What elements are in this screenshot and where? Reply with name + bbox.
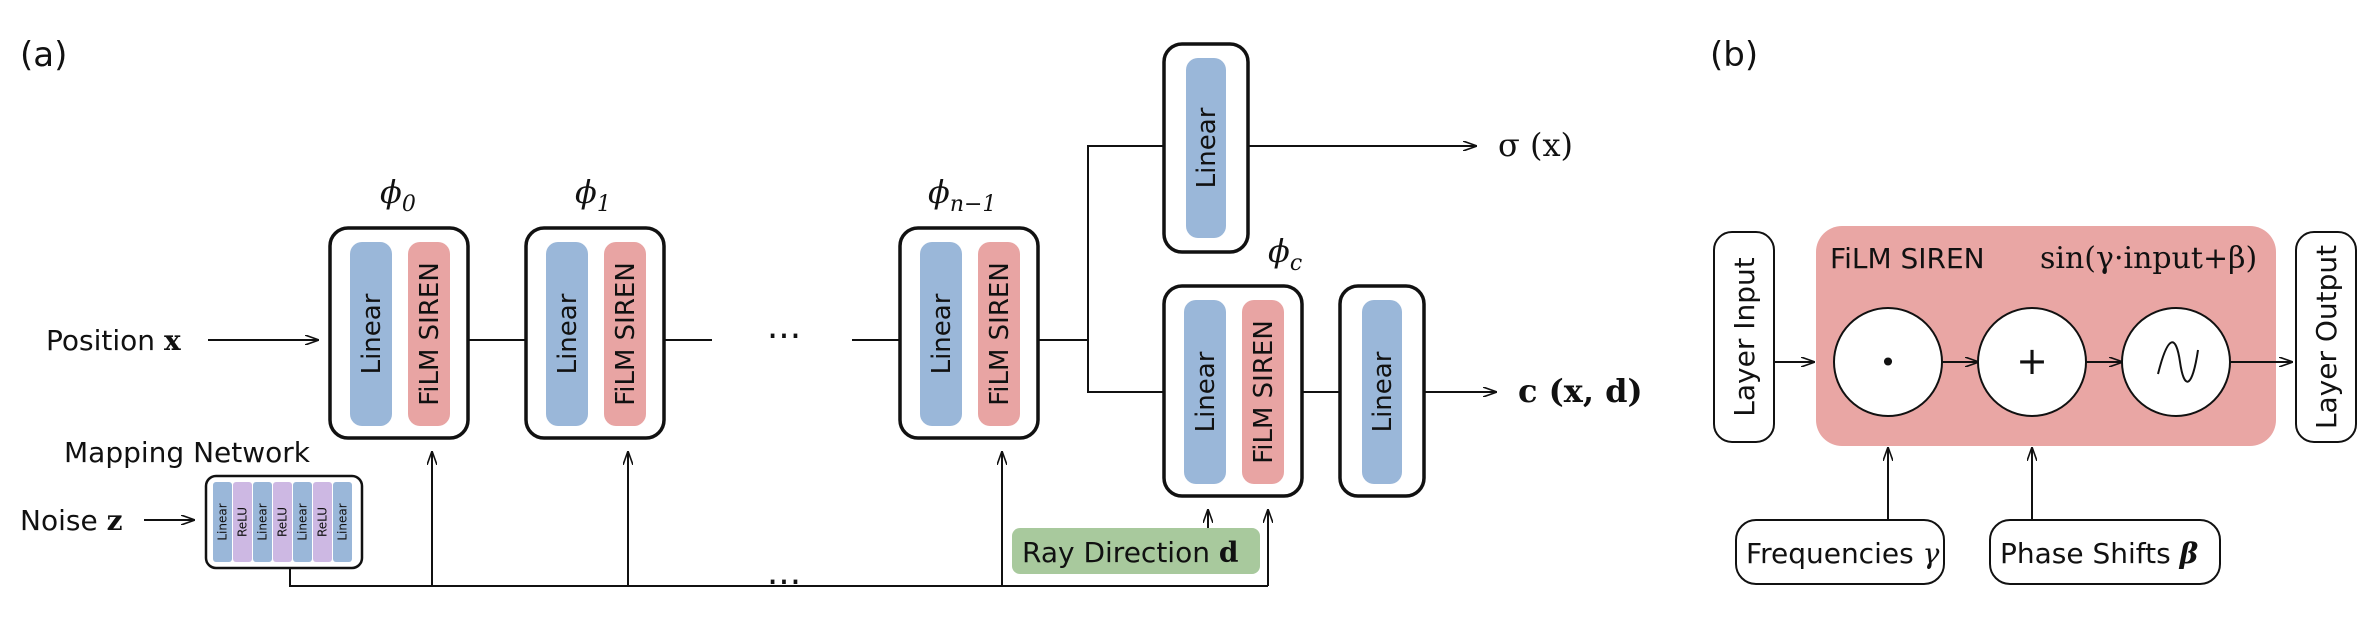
mapping-layer-label-4: Linear: [296, 503, 310, 540]
mapping-layer-5: [313, 482, 332, 562]
color-linear-block: [1184, 300, 1226, 484]
branch-sigma: [1087, 145, 1164, 340]
mapping-layer-label-5: ReLU: [316, 507, 330, 537]
film-siren-title: FiLM SIREN: [1830, 242, 1985, 275]
sine-icon: [2157, 341, 2199, 383]
linear-block-1: [546, 242, 588, 426]
phase-shifts-box: [1989, 519, 2221, 585]
noise-label: Noise z: [20, 504, 122, 537]
layer-output-box: [2295, 231, 2357, 443]
frequencies-box: [1735, 519, 1945, 585]
bus-ellipsis: ···: [767, 562, 801, 603]
position-label: Position x: [46, 324, 181, 357]
film-label-n: FiLM SIREN: [985, 262, 1015, 406]
phase-shifts-label: Phase Shifts β: [2000, 537, 2199, 570]
add-symbol: +: [2016, 339, 2048, 383]
phi1-label: ϕ1: [575, 173, 611, 217]
film-block-n: [978, 242, 1020, 426]
film-label-1: FiLM SIREN: [611, 262, 641, 406]
layer-output-label: Layer Output: [2310, 245, 2343, 429]
ray-direction-label: Ray Direction d: [1022, 536, 1238, 569]
film-block-1: [604, 242, 646, 426]
mapping-layer-0: [213, 482, 232, 562]
linear-label-0: Linear: [357, 293, 387, 374]
linear-label-n: Linear: [927, 293, 957, 374]
color-head-linear-label: Linear: [1368, 351, 1398, 432]
mapping-layer-label-0: Linear: [216, 503, 230, 540]
film-siren-formula: sin(γ·input+β): [2040, 241, 2257, 276]
mapping-layer-label-2: Linear: [256, 503, 270, 540]
color-output: c (x, d): [1518, 372, 1643, 410]
color-film-label: FiLM SIREN: [1249, 320, 1279, 464]
mapping-layer-label-6: Linear: [336, 503, 350, 540]
frequencies-label: Frequencies γ: [1746, 537, 1940, 570]
layer-input-label: Layer Input: [1728, 257, 1761, 416]
branch-color: [1087, 340, 1164, 393]
mapping-layers: Linear ReLU Linear ReLU Linear ReLU Linear: [213, 482, 352, 562]
color-head-linear-block: [1362, 300, 1402, 484]
linear-block-0: [350, 242, 392, 426]
layer-ellipsis: ···: [767, 316, 801, 357]
panel-a-label: (a): [20, 35, 67, 75]
sigma-output: σ (x): [1498, 126, 1573, 164]
film-label-0: FiLM SIREN: [415, 262, 445, 406]
mapping-network-title: Mapping Network: [64, 436, 311, 469]
panel-b-label: (b): [1710, 35, 1758, 75]
mapping-layer-1: [233, 482, 252, 562]
mapping-layer-label-3: ReLU: [276, 507, 290, 537]
color-linear-label: Linear: [1191, 351, 1221, 432]
phi0-label: ϕ0: [380, 173, 416, 217]
mapping-layer-4: [293, 482, 312, 562]
mapping-layer-2: [253, 482, 272, 562]
linear-block-n: [920, 242, 962, 426]
ray-direction-box: [1012, 528, 1260, 574]
linear-label-1: Linear: [553, 293, 583, 374]
conditioning-bus-left: [289, 568, 860, 587]
layer-input-box: [1713, 231, 1775, 443]
mapping-layer-label-1: ReLU: [236, 507, 250, 537]
density-linear-block: [1186, 58, 1226, 238]
sine-node: [2121, 307, 2231, 417]
phin-label: ϕn−1: [928, 173, 996, 217]
mapping-layer-6: [333, 482, 352, 562]
mapping-layer-3: [273, 482, 292, 562]
phic-label: ϕc: [1268, 232, 1302, 276]
color-film-block: [1242, 300, 1284, 484]
density-linear-label: Linear: [1192, 107, 1222, 188]
multiply-symbol: •: [1880, 346, 1897, 379]
film-block-0: [408, 242, 450, 426]
